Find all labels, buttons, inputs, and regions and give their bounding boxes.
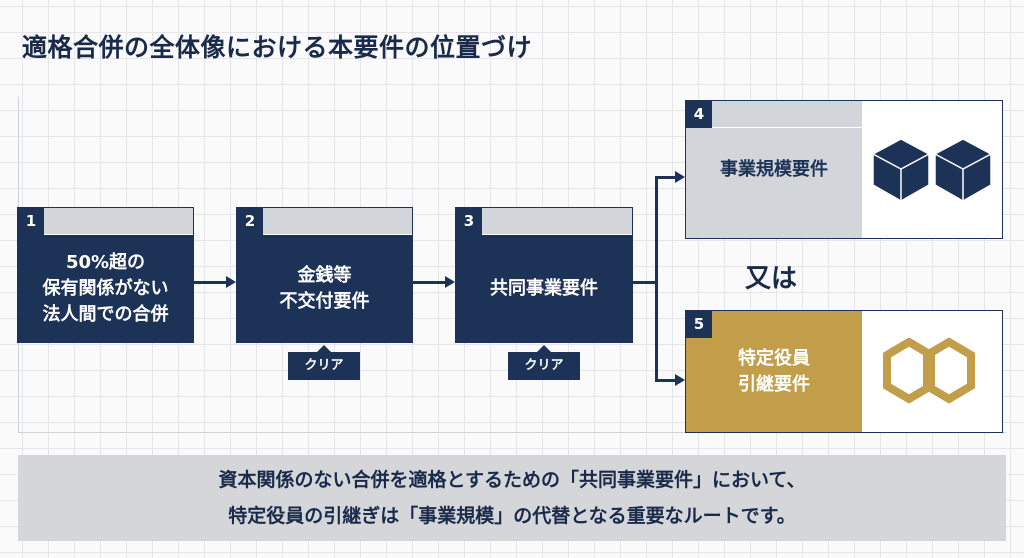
step-text: 金銭等 不交付要件 (279, 264, 370, 312)
summary-bar: 資本関係のない合併を適格とするための「共同事業要件」において、 特定役員の引継ぎ… (18, 455, 1006, 541)
option-text: 特定役員 引継要件 (738, 347, 810, 395)
branch-connector (655, 176, 658, 382)
step-text: 50%超の 保有関係がない 法人間での合併 (42, 251, 169, 325)
option-number: 4 (686, 101, 712, 128)
step-number: 2 (237, 208, 263, 235)
summary-line: 資本関係のない合併を適格とするための「共同事業要件」において、 (218, 469, 806, 491)
option-5-box: 特定役員 引継要件 5 (685, 310, 1003, 433)
step-header (18, 208, 193, 235)
step-3-box: 3 共同事業要件 (455, 207, 633, 343)
arrow-head-icon (226, 276, 236, 288)
chain-link-icon (883, 337, 975, 404)
step-number: 1 (18, 208, 44, 235)
step-header (237, 208, 412, 235)
option-header (686, 101, 862, 128)
arrow-2-3 (413, 281, 445, 284)
clear-badge: クリア (508, 345, 580, 380)
option-4-box: 事業規模要件 4 (685, 100, 1003, 239)
option-label-area: 特定役員 引継要件 (686, 311, 862, 432)
step-2-box: 2 金銭等 不交付要件 (236, 207, 413, 343)
arrow-head-icon (675, 374, 685, 386)
step-header (456, 208, 632, 235)
branch-to-5 (655, 379, 677, 382)
or-label: 又は (745, 264, 798, 294)
option-text: 事業規模要件 (720, 158, 828, 180)
cubes-icon (872, 138, 992, 202)
branch-to-4 (655, 176, 677, 179)
step-number: 3 (456, 208, 482, 235)
arrow-head-icon (445, 276, 455, 288)
arrow-1-2 (194, 281, 226, 284)
step-text: 共同事業要件 (490, 277, 598, 299)
branch-connector (633, 281, 657, 284)
page-title: 適格合併の全体像における本要件の位置づけ (22, 33, 533, 62)
step-1-box: 1 50%超の 保有関係がない 法人間での合併 (17, 207, 194, 343)
arrow-head-icon (675, 171, 685, 183)
clear-badge: クリア (288, 345, 360, 380)
summary-line: 特定役員の引継ぎは「事業規模」の代替となる重要なルートです。 (228, 505, 796, 527)
option-number: 5 (686, 311, 712, 338)
